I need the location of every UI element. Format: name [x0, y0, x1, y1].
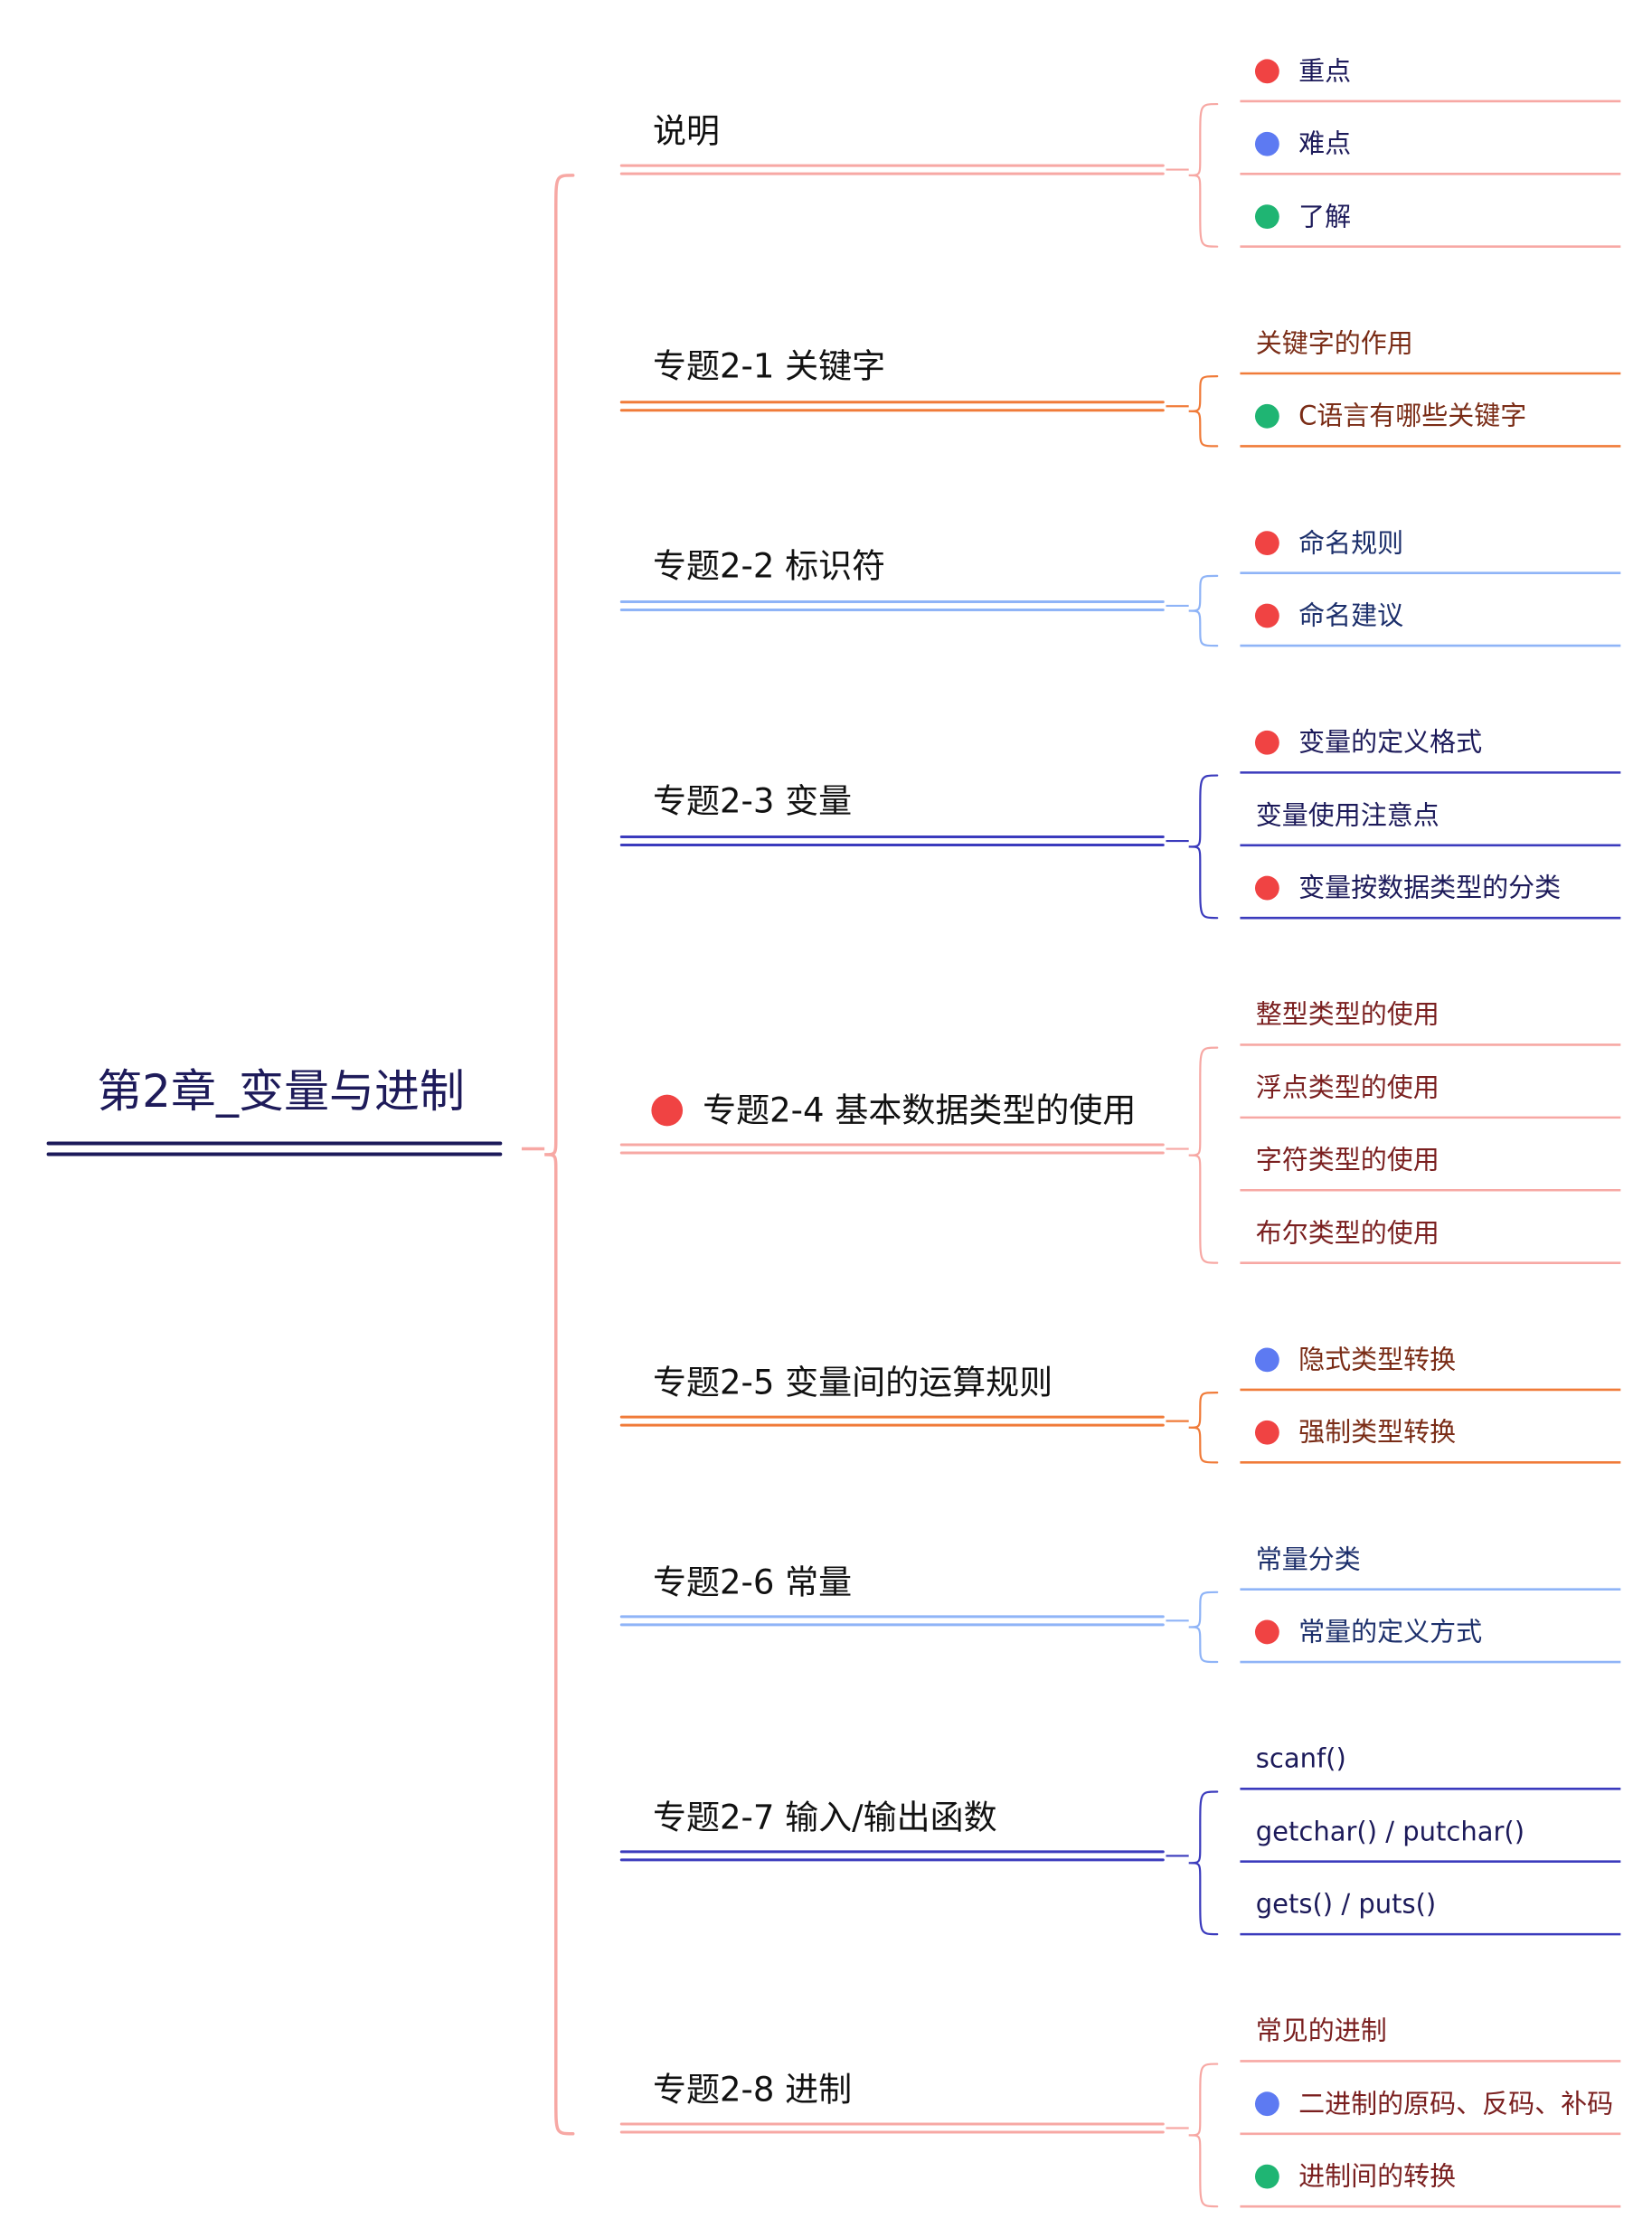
topic-6-title[interactable]: 专题2-5 变量间的运算规则 — [652, 1363, 1053, 1402]
leaf-topic[interactable]: 了解 — [1298, 201, 1352, 232]
leaf-topic[interactable]: 重点 — [1298, 55, 1352, 87]
topic-5-title[interactable]: 专题2-4 基本数据类型的使用 — [703, 1090, 1137, 1130]
branch-7-brace — [1188, 1591, 1219, 1664]
leaf-marker-red-icon — [1254, 1420, 1279, 1445]
branch-2-brace — [1188, 375, 1219, 448]
topic-marker-red-icon — [651, 1094, 684, 1127]
leaf-topic[interactable]: getchar() / putchar() — [1255, 1816, 1525, 1847]
leaf-marker-red-icon — [1254, 603, 1279, 628]
leaf-marker-red-icon — [1254, 59, 1279, 84]
topic-8-title[interactable]: 专题2-7 输入/输出函数 — [652, 1798, 997, 1837]
leaf-marker-blue-icon — [1254, 131, 1279, 156]
leaf-topic[interactable]: 字符类型的使用 — [1255, 1144, 1440, 1175]
leaf-topic[interactable]: 常量分类 — [1255, 1544, 1361, 1575]
branch-9-brace — [1188, 2063, 1219, 2208]
leaf-marker-blue-icon — [1254, 2091, 1279, 2117]
leaf-topic[interactable]: scanf() — [1255, 1742, 1346, 1774]
leaf-topic[interactable]: 命名建议 — [1298, 599, 1404, 631]
leaf-marker-green-icon — [1254, 2164, 1279, 2189]
leaf-topic[interactable]: 布尔类型的使用 — [1255, 1217, 1440, 1249]
topic-4-title[interactable]: 专题2-3 变量 — [652, 781, 853, 821]
branch-3-brace — [1188, 574, 1219, 647]
leaf-topic[interactable]: 常见的进制 — [1255, 2015, 1387, 2046]
leaf-topic[interactable]: 关键字的作用 — [1255, 327, 1413, 359]
leaf-marker-green-icon — [1254, 403, 1279, 429]
topic-7-title[interactable]: 专题2-6 常量 — [652, 1562, 853, 1602]
leaf-marker-red-icon — [1254, 730, 1279, 755]
leaf-topic[interactable]: 难点 — [1298, 127, 1352, 159]
leaf-topic[interactable]: 常量的定义方式 — [1298, 1616, 1483, 1647]
leaf-topic[interactable]: 变量的定义格式 — [1298, 726, 1483, 758]
leaf-marker-green-icon — [1254, 204, 1279, 230]
branch-8-brace — [1188, 1790, 1219, 1936]
topic-1-title[interactable]: 说明 — [652, 111, 720, 151]
main-brace — [544, 174, 575, 2136]
branch-5-brace — [1188, 1046, 1219, 1264]
branch-6-brace — [1188, 1392, 1219, 1464]
leaf-marker-blue-icon — [1254, 1347, 1279, 1373]
leaf-topic[interactable]: 强制类型转换 — [1298, 1416, 1457, 1448]
leaf-topic[interactable]: gets() / puts() — [1255, 1888, 1437, 1920]
leaf-marker-red-icon — [1254, 1619, 1279, 1645]
leaf-topic[interactable]: C语言有哪些关键字 — [1298, 400, 1527, 431]
leaf-topic[interactable]: 二进制的原码、反码、补码 — [1298, 2088, 1614, 2119]
leaf-topic[interactable]: 命名规则 — [1298, 527, 1404, 559]
topic-2-title[interactable]: 专题2-1 关键字 — [652, 346, 886, 386]
topic-3-title[interactable]: 专题2-2 标识符 — [652, 546, 886, 586]
leaf-topic[interactable]: 隐式类型转换 — [1298, 1344, 1457, 1375]
leaf-topic[interactable]: 变量使用注意点 — [1255, 799, 1440, 831]
leaf-topic[interactable]: 浮点类型的使用 — [1255, 1072, 1440, 1103]
branch-4-brace — [1188, 774, 1219, 920]
leaf-topic[interactable]: 进制间的转换 — [1298, 2160, 1457, 2192]
leaf-marker-red-icon — [1254, 875, 1279, 901]
leaf-topic[interactable]: 整型类型的使用 — [1255, 998, 1440, 1030]
branch-1-brace — [1188, 102, 1219, 248]
leaf-topic[interactable]: 变量按数据类型的分类 — [1298, 872, 1562, 903]
leaf-marker-red-icon — [1254, 531, 1279, 555]
root-topic-title[interactable]: 第2章_变量与进制 — [97, 1065, 465, 1119]
topic-9-title[interactable]: 专题2-8 进制 — [652, 2070, 853, 2110]
